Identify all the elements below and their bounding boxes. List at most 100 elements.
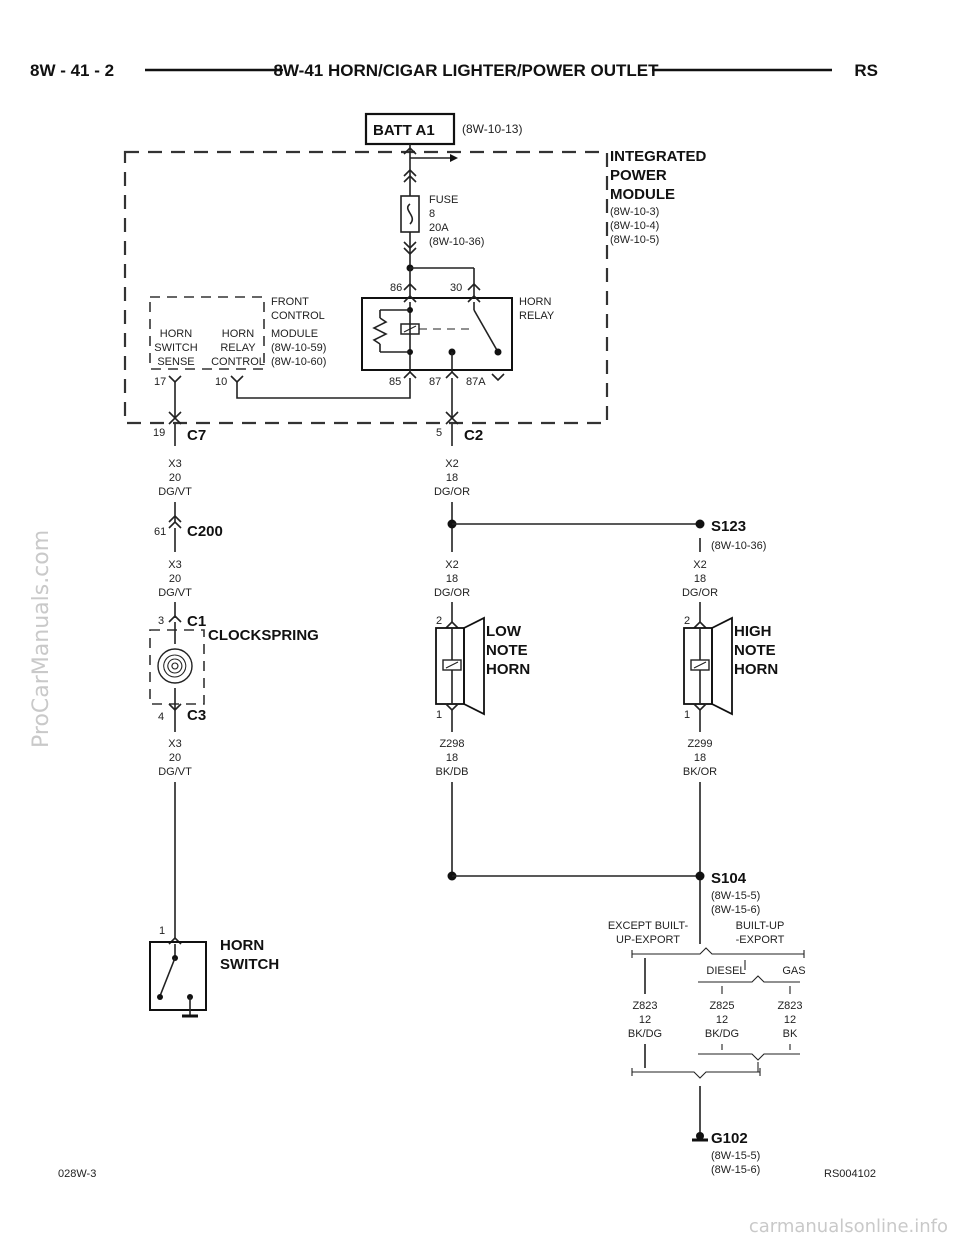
wire-z823b-color: BK	[783, 1028, 798, 1040]
horn-switch: 1 HORN SWITCH	[149, 925, 279, 1018]
relay-pin-30: 30	[450, 282, 462, 294]
high-horn-pin-bottom: 1	[684, 709, 690, 721]
c1-pin: 3	[158, 615, 164, 627]
relay-title-1: HORN	[519, 296, 551, 308]
integrated-power-module-box	[123, 150, 609, 425]
wire-x3b-gauge: 20	[169, 573, 181, 585]
c7-connector-label: C7	[187, 427, 206, 444]
ipm-ref-2: (8W-10-4)	[610, 220, 659, 232]
wire-z299-gauge: 18	[694, 752, 706, 764]
batt-ref: (8W-10-13)	[462, 122, 522, 136]
wire-x2c-circuit: X2	[693, 559, 706, 571]
s123-splice-label: S123	[711, 518, 746, 535]
s104-ref-2: (8W-15-6)	[711, 904, 760, 916]
fuse-number: 8	[429, 208, 435, 220]
batt-label: BATT A1	[373, 122, 435, 139]
side-watermark: ProCarManuals.com	[29, 530, 54, 748]
clockspring-label: CLOCKSPRING	[208, 627, 319, 644]
front-control-module: FRONT CONTROL MODULE (8W-10-59) (8W-10-6…	[149, 296, 411, 399]
wire-z299-circuit: Z299	[687, 738, 712, 750]
relay-pin-87: 87	[429, 376, 441, 388]
wire-z823b-gauge: 12	[784, 1014, 796, 1026]
wire-x3a-color: DG/VT	[158, 486, 192, 498]
wire-x3b-circuit: X3	[168, 559, 181, 571]
horn-switch-sense-circuit: 19 C7 X3 20 DG/VT 61 C200 X3 20 DG/VT 3 …	[149, 382, 319, 938]
wire-z823a-color: BK/DG	[628, 1028, 662, 1040]
wire-x2a-circuit: X2	[445, 458, 458, 470]
option-except-1: EXCEPT BUILT-	[608, 920, 689, 932]
s104-splice: S104 (8W-15-5) (8W-15-6)	[447, 870, 760, 944]
option-built-1: BUILT-UP	[736, 920, 785, 932]
option-diesel: DIESEL	[706, 965, 745, 977]
fcm-ctrl-2: RELAY	[220, 342, 256, 354]
ipm-title-3: MODULE	[610, 186, 675, 203]
wire-z823a-circuit: Z823	[632, 1000, 657, 1012]
relay-pin-86: 86	[390, 282, 402, 294]
high-horn-title-1: HIGH	[734, 623, 772, 640]
option-gas: GAS	[782, 965, 805, 977]
wire-z298-gauge: 18	[446, 752, 458, 764]
wire-x3b-color: DG/VT	[158, 587, 192, 599]
fcm-pin-17: 17	[154, 376, 166, 388]
wire-x2b-circuit: X2	[445, 559, 458, 571]
wire-x3c-color: DG/VT	[158, 766, 192, 778]
fcm-ctrl-1: HORN	[222, 328, 254, 340]
wire-z825-circuit: Z825	[709, 1000, 734, 1012]
c2-pin: 5	[436, 427, 442, 439]
fcm-ref-2: (8W-10-60)	[271, 356, 326, 368]
batt-a1-source: BATT A1 (8W-10-13)	[364, 112, 522, 146]
high-horn-pin-top: 2	[684, 615, 690, 627]
wire-x3a-gauge: 20	[169, 472, 181, 484]
wire-x3c-circuit: X3	[168, 738, 181, 750]
s104-label: S104	[711, 870, 747, 887]
high-horn-title-2: NOTE	[734, 642, 776, 659]
wire-x2b-gauge: 18	[446, 573, 458, 585]
wire-x3a-circuit: X3	[168, 458, 181, 470]
relay-title-2: RELAY	[519, 310, 555, 322]
header-page-number: 8W - 41 - 2	[30, 61, 114, 80]
footer-figure-code: 028W-3	[58, 1168, 96, 1180]
high-note-horn: 2 1 HIGH NOTE HORN Z299 18 BK/OR	[683, 615, 778, 876]
fcm-pin-10: 10	[215, 376, 227, 388]
wire-x2b-color: DG/OR	[434, 587, 470, 599]
c3-connector-label: C3	[187, 707, 206, 724]
fcm-ref-1: (8W-10-59)	[271, 342, 326, 354]
s123-ref: (8W-10-36)	[711, 540, 766, 552]
header-title: 8W-41 HORN/CIGAR LIGHTER/POWER OUTLET	[274, 61, 660, 80]
relay-output-circuit: 5 C2 X2 18 DG/OR S123 (8W-10-36) X2 18 D…	[434, 378, 766, 622]
wire-x2c-color: DG/OR	[682, 587, 718, 599]
wire-z298-color: BK/DB	[435, 766, 468, 778]
low-horn-title-2: NOTE	[486, 642, 528, 659]
fcm-title-3: MODULE	[271, 328, 318, 340]
c200-connector-label: C200	[187, 523, 223, 540]
wire-z825-color: BK/DG	[705, 1028, 739, 1040]
horn-switch-title-2: SWITCH	[220, 956, 279, 973]
fuse-label: FUSE	[429, 194, 458, 206]
relay-pin-85: 85	[389, 376, 401, 388]
fcm-ctrl-3: CONTROL	[211, 356, 265, 368]
bottom-watermark: carmanualsonline.info	[749, 1216, 948, 1237]
page-header: 8W - 41 - 2 8W-41 HORN/CIGAR LIGHTER/POW…	[30, 61, 878, 80]
fuse-ref: (8W-10-36)	[429, 236, 484, 248]
wire-x2c-gauge: 18	[694, 573, 706, 585]
g102-ref-1: (8W-15-5)	[711, 1150, 760, 1162]
low-note-horn: 2 1 LOW NOTE HORN Z298 18 BK/DB	[435, 615, 530, 876]
wire-z825-gauge: 12	[716, 1014, 728, 1026]
s104-ref-1: (8W-15-5)	[711, 890, 760, 902]
high-horn-title-3: HORN	[734, 661, 778, 678]
wire-z823b-circuit: Z823	[777, 1000, 802, 1012]
fcm-sense-1: HORN	[160, 328, 192, 340]
ground-options-split: EXCEPT BUILT- UP-EXPORT BUILT-UP -EXPORT…	[608, 920, 806, 994]
low-horn-pin-bottom: 1	[436, 709, 442, 721]
horn-relay: 86 30 85 87 87A HORN RELAY	[361, 267, 555, 388]
g102-ref-2: (8W-15-6)	[711, 1164, 760, 1176]
header-section-code: RS	[854, 61, 878, 80]
low-horn-pin-top: 2	[436, 615, 442, 627]
wire-z823a-gauge: 12	[639, 1014, 651, 1026]
option-except-2: UP-EXPORT	[616, 934, 680, 946]
fuse-rating: 20A	[429, 222, 449, 234]
wire-z298-circuit: Z298	[439, 738, 464, 750]
option-built-2: -EXPORT	[736, 934, 785, 946]
fuse-8: FUSE 8 20A (8W-10-36)	[400, 144, 484, 272]
ground-wires: Z823 12 BK/DG Z825 12 BK/DG Z823 12 BK	[628, 1000, 803, 1136]
